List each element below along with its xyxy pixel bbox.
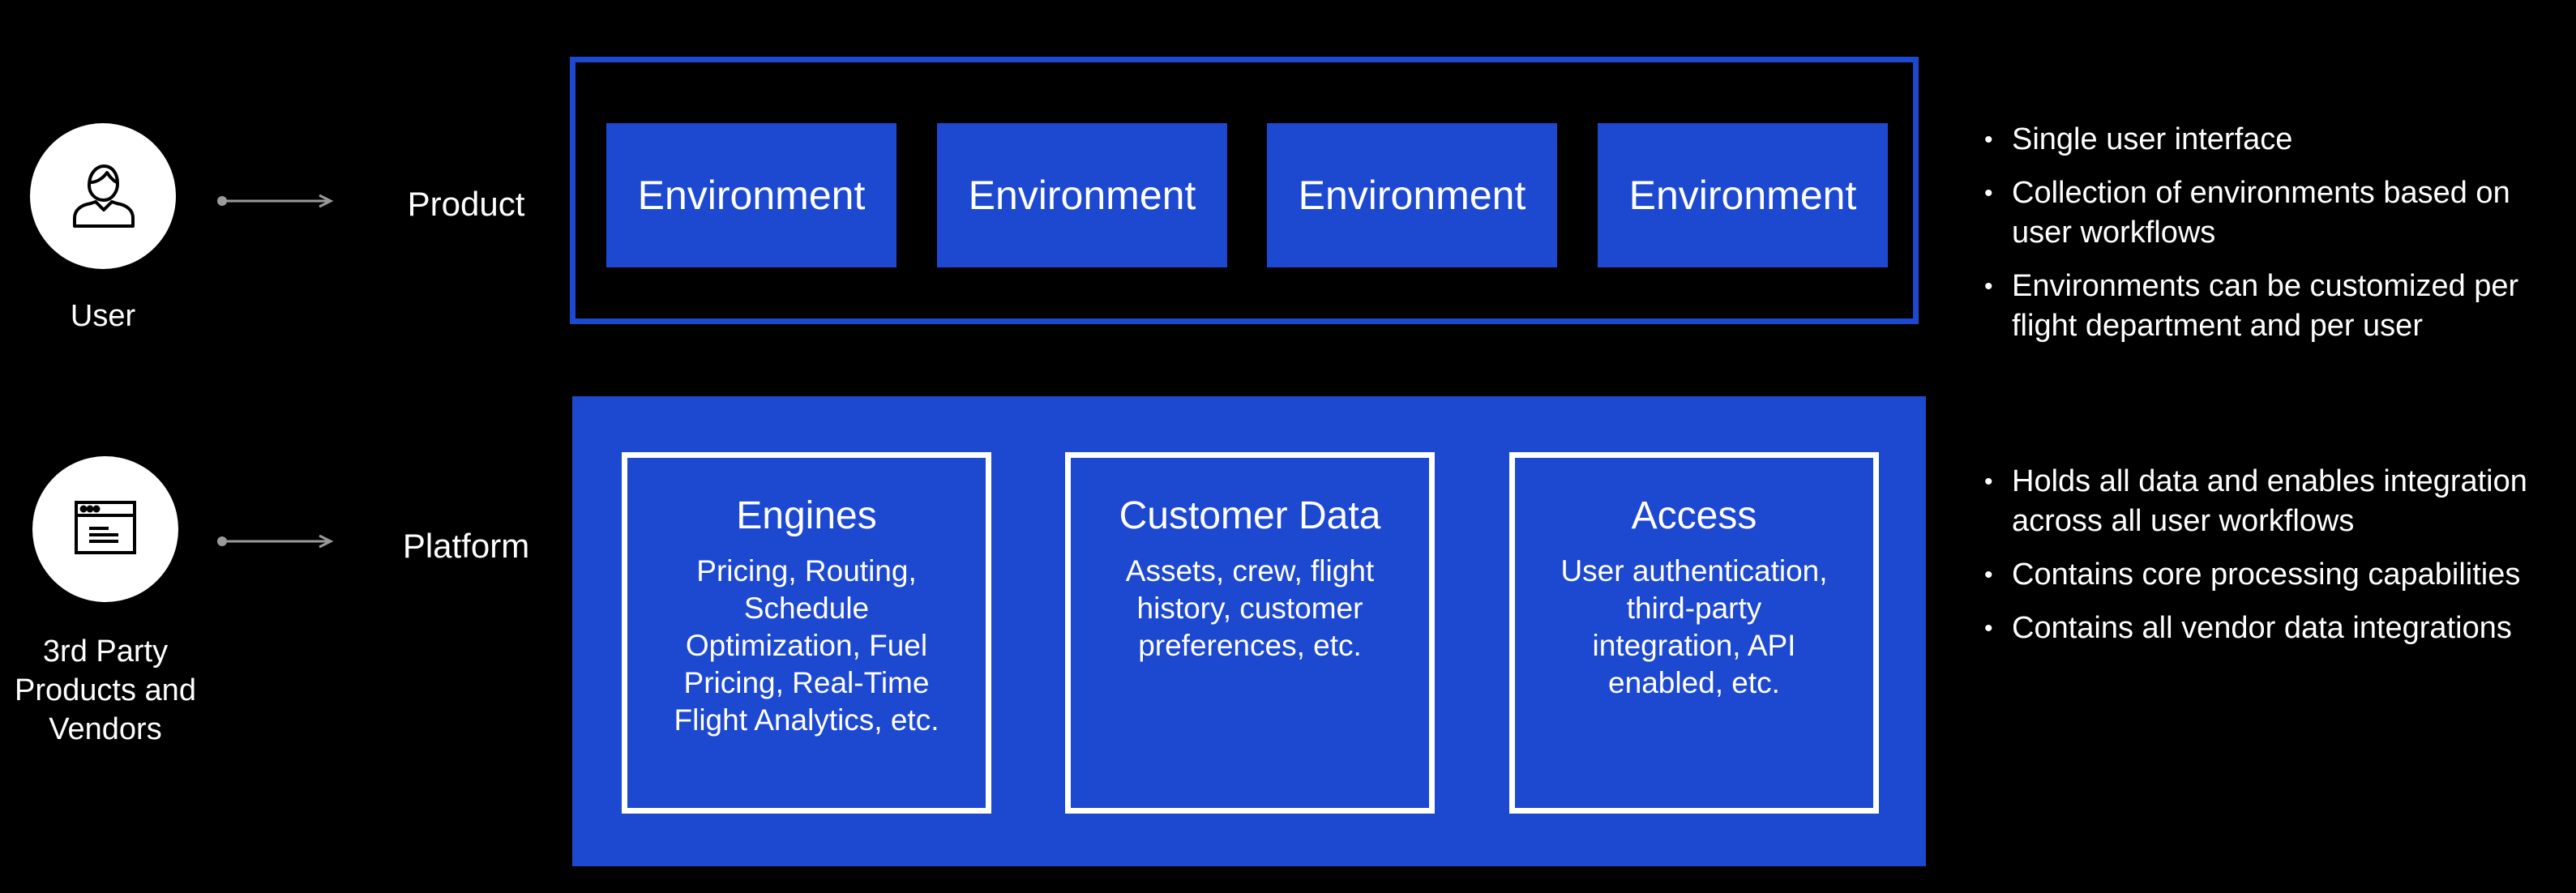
- module-description: User authentication, third-party integra…: [1560, 554, 1828, 699]
- bullet-item: •Contains core processing capabilities: [1984, 558, 2521, 592]
- person-icon: [66, 158, 139, 235]
- bullet-item: •Single user interface: [1984, 122, 2293, 156]
- environment-box: Environment: [937, 123, 1227, 267]
- bullet-text: Contains all vendor data integrations: [2012, 611, 2512, 645]
- user-avatar-circle: [30, 123, 176, 269]
- platform-bullets: •Holds all data and enables integration …: [1984, 462, 2568, 662]
- customer-data-module: Customer Data Assets, crew, flight histo…: [1065, 452, 1435, 814]
- product-row-label: Product: [407, 185, 525, 223]
- module-title: Customer Data: [1119, 494, 1381, 537]
- environment-box: Environment: [606, 123, 896, 267]
- platform-row-label: Platform: [402, 527, 530, 565]
- user-arrow-connector: [217, 194, 334, 208]
- user-label: User: [70, 299, 136, 333]
- bullet-item: •Collection of environments based on use…: [1984, 176, 2510, 250]
- bullet-text: Collection of environments based on user…: [2012, 176, 2510, 250]
- environment-box: Environment: [1267, 123, 1557, 267]
- browser-window-icon: [73, 499, 138, 560]
- access-module: Access User authentication, third-party …: [1509, 452, 1879, 814]
- environment-box: Environment: [1598, 123, 1888, 267]
- bullet-item: •Contains all vendor data integrations: [1984, 611, 2512, 645]
- module-title: Access: [1631, 494, 1757, 537]
- module-description: Pricing, Routing, Schedule Optimization,…: [674, 554, 939, 737]
- product-bullets: •Single user interface •Collection of en…: [1984, 120, 2568, 360]
- module-title: Engines: [736, 494, 877, 537]
- product-container: [570, 57, 1919, 324]
- bullet-text: Environments can be customized per fligh…: [2012, 269, 2519, 343]
- vendors-arrow-connector: [217, 534, 334, 549]
- engines-module: Engines Pricing, Routing, Schedule Optim…: [622, 452, 991, 814]
- vendors-avatar-circle: [32, 456, 178, 602]
- platform-container: [572, 396, 1926, 866]
- vendors-label: 3rd Party Products and Vendors: [15, 634, 196, 746]
- bullet-item: •Holds all data and enables integration …: [1984, 464, 2527, 538]
- bullet-item: •Environments can be customized per flig…: [1984, 269, 2519, 343]
- module-description: Assets, crew, flight history, customer p…: [1125, 554, 1375, 662]
- bullet-text: Contains core processing capabilities: [2012, 558, 2521, 592]
- bullet-text: Holds all data and enables integration a…: [2012, 464, 2527, 538]
- bullet-text: Single user interface: [2012, 122, 2293, 156]
